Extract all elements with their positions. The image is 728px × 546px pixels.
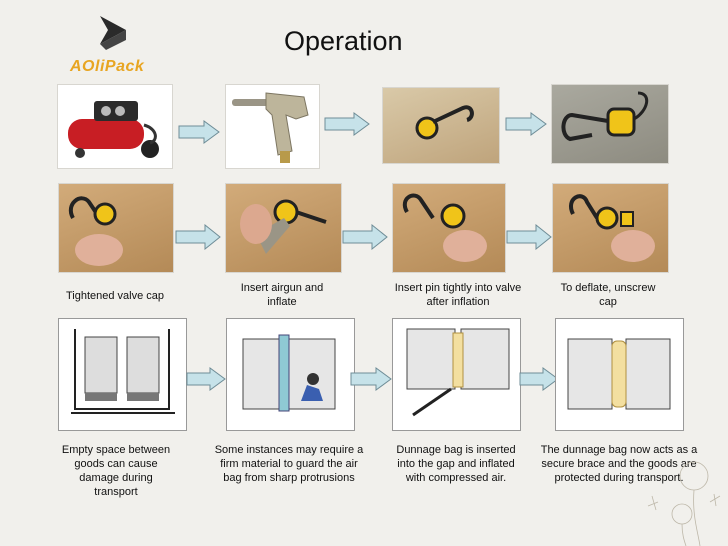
flow-arrow <box>350 367 392 391</box>
flow-arrow <box>186 367 226 391</box>
flow-arrow <box>178 120 220 144</box>
empty-space-illustration <box>58 318 187 431</box>
flow-arrow <box>519 367 559 391</box>
valve-cap-photo <box>551 84 669 164</box>
deflate-photo <box>552 183 669 273</box>
logo-text: AOliPack <box>70 58 145 75</box>
flow-arrow <box>175 224 221 250</box>
insert-dunnage-illustration <box>392 318 521 431</box>
insert-airgun-photo <box>225 183 342 273</box>
page-title: Operation <box>284 26 403 56</box>
caption-deflate: To deflate, unscrew cap <box>560 282 656 308</box>
caption-insert-pin: Insert pin tightly into valve after infl… <box>394 282 522 308</box>
airgun-photo <box>225 84 320 169</box>
caption-firm-material: Some instances may require a firm materi… <box>214 444 364 484</box>
valve-pin-photo <box>382 87 500 164</box>
guard-material-illustration <box>226 318 355 431</box>
air-compressor-photo <box>57 84 173 169</box>
caption-insert-airgun: Insert airgun and inflate <box>240 282 324 308</box>
caption-secure-brace: The dunnage bag now acts as a secure bra… <box>540 444 698 484</box>
secure-brace-illustration <box>555 318 684 431</box>
flow-arrow <box>505 112 547 136</box>
aolipack-logo: AOliPack <box>68 14 158 76</box>
flow-arrow <box>324 112 370 136</box>
flow-arrow <box>506 224 552 250</box>
insert-pin-photo <box>392 183 506 273</box>
logo-mark-icon <box>100 16 126 50</box>
caption-tightened-valve-cap: Tightened valve cap <box>65 290 165 302</box>
flow-arrow <box>342 224 388 250</box>
dandelion-icon <box>647 461 721 546</box>
caption-empty-space: Empty space between goods can cause dama… <box>61 444 171 498</box>
tighten-cap-photo <box>58 183 174 273</box>
caption-dunnage-inserted: Dunnage bag is inserted into the gap and… <box>396 444 516 484</box>
